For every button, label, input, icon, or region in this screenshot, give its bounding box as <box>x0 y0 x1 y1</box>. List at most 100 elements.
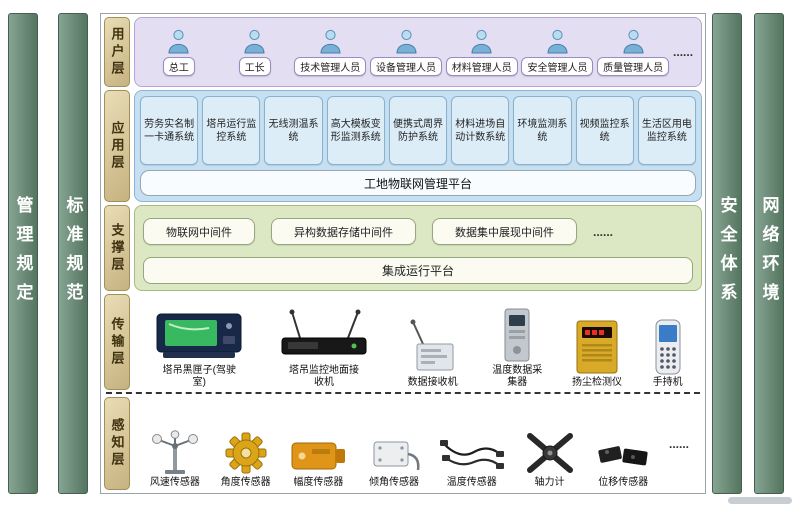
horizontal-scrollbar-thumb[interactable] <box>728 497 792 504</box>
role-item: 安全管理人员 <box>521 28 594 76</box>
role-label: 质量管理人员 <box>597 57 670 76</box>
sensor-figure: 位移传感器 <box>595 438 651 489</box>
person-icon <box>545 28 570 54</box>
device-caption: 塔吊监控地面接收机 <box>288 365 359 388</box>
temperature-sensor-icon <box>439 439 504 469</box>
device-caption: 扬尘检测仪 <box>571 376 622 388</box>
person-icon <box>166 28 191 54</box>
system-box: 视频监控系统 <box>575 96 634 165</box>
user-layer-label: 用户层 <box>104 17 130 87</box>
handheld-terminal-icon <box>655 319 681 374</box>
user-layer-ellipsis: ...... <box>673 45 694 59</box>
application-layer-label: 应用层 <box>104 90 130 202</box>
wind-speed-sensor-icon <box>151 429 198 474</box>
sensor-figure: 角度传感器 <box>221 430 271 489</box>
tilt-sensor-icon <box>373 441 420 470</box>
sensor-figure: 轴力计 <box>522 430 578 489</box>
device-figure: 塔吊监控地面接收机 <box>274 308 374 388</box>
layer-stack: 用户层 总工 工长 技术管理人员 设备管理人员 <box>100 13 706 494</box>
sensor-caption: 角度传感器 <box>220 476 271 488</box>
sensor-figure: 风速传感器 <box>147 429 203 489</box>
application-layer-row: 应用层 劳务实名制一卡通系统 塔吊运行监控系统 无线测温系统 高大模板变形监测系… <box>104 90 702 202</box>
middleware-box: 异构数据存储中间件 <box>271 218 416 245</box>
iot-management-platform-bar: 工地物联网管理平台 <box>140 170 696 196</box>
amplitude-sensor-icon <box>291 442 346 469</box>
person-icon <box>621 28 646 54</box>
sidebar-standards: 标准规范 <box>58 13 88 494</box>
person-icon <box>242 28 267 54</box>
system-box-row: 劳务实名制一卡通系统 塔吊运行监控系统 无线测温系统 高大模板变形监测系统 便携… <box>140 96 696 165</box>
transmission-layer-row: 传输层 塔吊黑匣子(驾驶室) <box>104 294 702 390</box>
displacement-sensor-icon <box>598 445 648 465</box>
system-box: 生活区用电监控系统 <box>637 96 696 165</box>
role-label: 设备管理人员 <box>370 57 443 76</box>
device-figure: 温度数据采集器 <box>491 306 543 388</box>
support-layer-row: 支撑层 物联网中间件 异构数据存储中间件 数据集中展现中间件 ...... 集成… <box>104 205 702 291</box>
device-figure: 手持机 <box>651 318 685 389</box>
role-label: 安全管理人员 <box>521 57 594 76</box>
device-figure: 扬尘检测仪 <box>570 318 624 389</box>
device-figure: 塔吊黑匣子(驾驶室) <box>151 308 247 388</box>
sensor-figure: 倾角传感器 <box>366 434 422 489</box>
sensor-caption: 倾角传感器 <box>369 476 420 488</box>
role-item: 技术管理人员 <box>294 28 367 76</box>
perception-layer-row: 感知层 风速传感器 <box>104 397 702 490</box>
role-item: 总工 <box>143 28 215 76</box>
person-icon <box>394 28 419 54</box>
role-item: 设备管理人员 <box>370 28 443 76</box>
transmission-layer-body: 塔吊黑匣子(驾驶室) 塔吊监控地面接收机 <box>134 294 702 390</box>
system-box: 高大模板变形监测系统 <box>326 96 385 165</box>
crane-blackbox-icon <box>156 313 242 358</box>
integrated-runtime-platform-bar: 集成运行平台 <box>143 257 693 284</box>
sensor-caption: 温度传感器 <box>446 476 497 488</box>
person-icon <box>318 28 343 54</box>
sensor-figure: 幅度传感器 <box>288 434 348 489</box>
system-box: 便携式周界防护系统 <box>388 96 448 165</box>
dashed-separator <box>106 392 700 394</box>
perception-layer-ellipsis: ...... <box>669 436 690 451</box>
sensor-figure: 温度传感器 <box>439 434 504 489</box>
support-layer-ellipsis: ...... <box>593 224 614 239</box>
application-layer-body: 劳务实名制一卡通系统 塔吊运行监控系统 无线测温系统 高大模板变形监测系统 便携… <box>134 90 702 202</box>
middleware-box: 物联网中间件 <box>143 218 255 245</box>
role-label: 总工 <box>162 57 195 76</box>
temperature-collector-icon <box>504 308 530 362</box>
device-caption: 温度数据采集器 <box>492 365 543 388</box>
sensor-caption: 幅度传感器 <box>293 476 344 488</box>
role-label: 材料管理人员 <box>445 57 518 76</box>
sidebar-network-environment: 网络环境 <box>754 13 784 494</box>
sensor-caption: 轴力计 <box>534 476 565 488</box>
axial-force-meter-icon <box>526 432 573 473</box>
perception-layer-body: 风速传感器 角度传感器 <box>134 397 702 490</box>
system-box: 塔吊运行监控系统 <box>202 96 261 165</box>
role-label: 技术管理人员 <box>294 57 367 76</box>
transmission-layer-label: 传输层 <box>104 294 130 390</box>
ground-receiver-icon <box>281 309 367 355</box>
middleware-row: 物联网中间件 异构数据存储中间件 数据集中展现中间件 ...... <box>143 212 693 251</box>
sensor-caption: 位移传感器 <box>598 476 649 488</box>
user-layer-body: 总工 工长 技术管理人员 设备管理人员 材料管理人员 <box>134 17 702 87</box>
sidebar-management-regulations: 管理规定 <box>8 13 38 494</box>
role-item: 工长 <box>219 28 291 76</box>
system-box: 材料进场自动计数系统 <box>451 96 510 165</box>
device-caption: 塔吊黑匣子(驾驶室) <box>162 365 236 388</box>
dust-detector-icon <box>576 320 618 373</box>
device-figure: 数据接收机 <box>401 318 465 389</box>
system-box: 环境监测系统 <box>513 96 572 165</box>
device-caption: 手持机 <box>652 376 683 388</box>
system-box: 无线测温系统 <box>264 96 323 165</box>
user-layer-row: 用户层 总工 工长 技术管理人员 设备管理人员 <box>104 17 702 87</box>
middleware-box: 数据集中展现中间件 <box>432 218 577 245</box>
person-icon <box>469 28 494 54</box>
device-caption: 数据接收机 <box>407 376 458 388</box>
system-box: 劳务实名制一卡通系统 <box>140 96 199 165</box>
data-receiver-icon <box>410 319 454 370</box>
role-item: 质量管理人员 <box>597 28 670 76</box>
sidebar-security-system: 安全体系 <box>712 13 742 494</box>
support-layer-body: 物联网中间件 异构数据存储中间件 数据集中展现中间件 ...... 集成运行平台 <box>134 205 702 291</box>
angle-sensor-icon <box>225 432 267 473</box>
support-layer-label: 支撑层 <box>104 205 130 291</box>
perception-layer-label: 感知层 <box>104 397 130 490</box>
role-item: 材料管理人员 <box>445 28 518 76</box>
